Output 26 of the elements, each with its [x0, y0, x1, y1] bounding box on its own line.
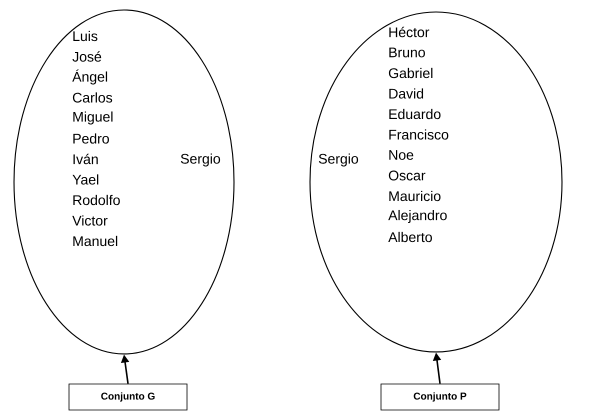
name-label: Sergio	[318, 153, 358, 166]
name-label: Alberto	[388, 232, 432, 242]
name-label: Carlos	[72, 92, 112, 103]
name-label: Alejandro	[388, 210, 447, 223]
name-label: Oscar	[388, 170, 426, 180]
name-label: Victor	[72, 215, 108, 226]
name-label: Gabriel	[388, 68, 432, 78]
label-box: Conjunto P	[380, 384, 500, 410]
name-label: Héctor	[389, 26, 430, 38]
name-label: Iván	[74, 154, 98, 164]
name-label: Sergio	[180, 153, 220, 166]
name-label: Mauricio	[389, 190, 440, 202]
name-label: Noe	[389, 150, 414, 160]
name-label: Eduardo	[389, 108, 441, 120]
name-label: Ángel	[72, 69, 108, 84]
name-label: José	[72, 51, 102, 62]
label-box: Conjunto G	[68, 384, 188, 410]
name-label: Pedro	[73, 133, 109, 144]
name-label: Rodolfo	[73, 194, 120, 206]
name-label: Bruno	[389, 48, 425, 58]
name-label: Yael	[72, 174, 98, 185]
name-label: Luis	[73, 30, 98, 42]
name-label: Francisco	[389, 129, 448, 140]
name-label: Manuel	[73, 236, 118, 246]
name-label: David	[389, 88, 424, 99]
name-label: Miguel	[73, 111, 112, 124]
